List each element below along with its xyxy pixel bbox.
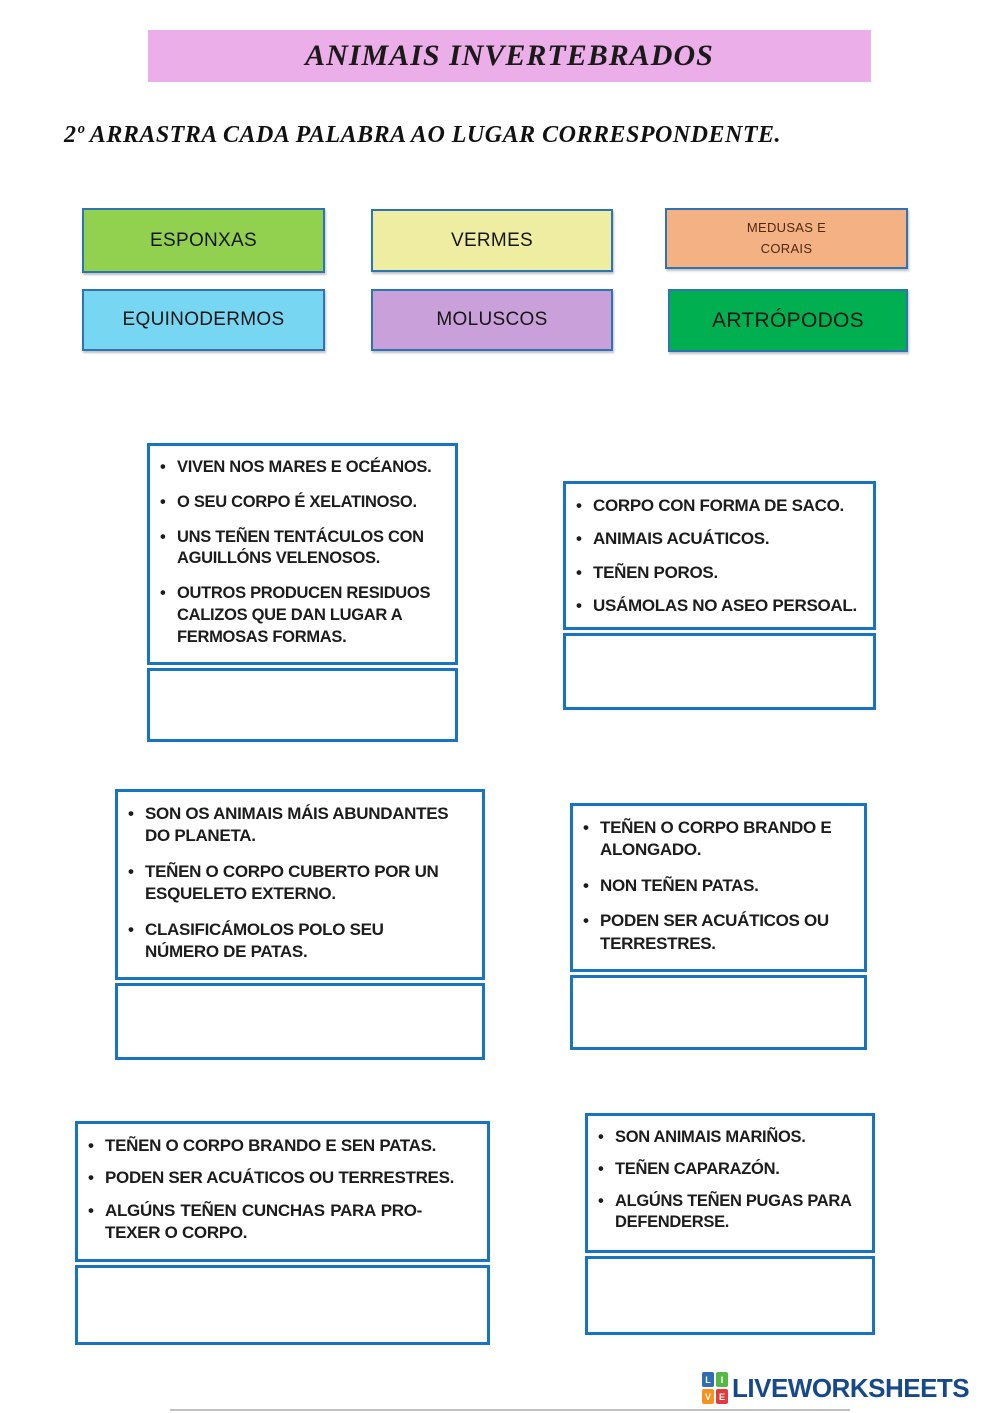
word-label: MEDUSAS E CORAIS [746,219,827,256]
logo-cell: E [716,1389,728,1404]
clue-item: •UNS TEÑEN TENTÁCULOS CON AGUILLÓNS VELE… [160,527,424,568]
drop-zone-5[interactable] [75,1265,490,1345]
clue-list: •CORPO CON FORMA DE SACO. •ANIMAIS ACUÁT… [563,481,876,630]
clue-item: •TEÑEN O CORPO CUBERTO POR UN ESQUELETO … [128,861,439,904]
clue-list: •SON OS ANIMAIS MÁIS ABUNDANTES DO PLANE… [115,789,485,980]
description-box-6: •SON ANIMAIS MARIÑOS. •TEÑEN CAPARAZÓN. … [585,1113,875,1335]
clue-item: •TEÑEN O CORPO BRANDO E ALONGADO. [583,818,832,860]
word-label: VERMES [450,229,534,251]
word-label: MOLUSCOS [436,309,548,330]
word-esponxas[interactable]: ESPONXAS [82,208,325,273]
clue-item: •USÁMOLAS NO ASEO PERSOAL. [576,595,865,617]
logo-cell: V [702,1389,714,1404]
clue-item: •PODEN SER ACUÁTICOS OU TERRESTRES. [88,1167,479,1189]
word-vermes[interactable]: VERMES [371,209,613,272]
bullet-icon: • [576,596,582,616]
clue-item: •CLASIFICÁMOLOS POLO SEU NÚMERO DE PATAS… [128,919,384,962]
clue-item: •SON ANIMAIS MARIÑOS. [598,1127,864,1149]
description-box-1: •VIVEN NOS MARES E OCÉANOS. •O SEU CORPO… [147,443,458,742]
brand-text: LIVEWORKSHEETS [732,1372,970,1403]
word-equinodermos[interactable]: EQUINODERMOS [82,289,325,351]
word-label: ESPONXAS [150,229,257,251]
clue-item: •OUTROS PRODUCEN RESIDUOS CALIZOS QUE DA… [160,584,431,646]
clue-item: •TEÑEN CAPARAZÓN. [598,1159,864,1181]
bullet-icon: • [583,911,589,931]
bullet-icon: • [576,529,582,549]
page-edge-line [170,1409,850,1411]
word-artropodos[interactable]: ARTRÓPODOS [668,289,908,352]
word-label: EQUINODERMOS [122,309,285,330]
title-banner: ANIMAIS INVERTEBRADOS [148,30,871,82]
liveworksheets-brand[interactable]: L I V E LIVEWORKSHEETS [702,1372,970,1404]
drop-zone-6[interactable] [585,1256,875,1335]
clue-item: •O SEU CORPO É XELATINOSO. [160,492,447,514]
clue-item: •ANIMAIS ACUÁTICOS. [576,528,865,550]
clue-item: •TEÑEN POROS. [576,562,865,584]
bullet-icon: • [598,1191,604,1210]
clue-item: •ALGÚNS TEÑEN CUNCHAS PARA PRO-TEXER O C… [88,1200,422,1243]
bullet-icon: • [88,1136,94,1155]
word-moluscos[interactable]: MOLUSCOS [371,289,613,351]
bullet-icon: • [128,919,134,939]
bullet-icon: • [583,818,589,837]
clue-list: •VIVEN NOS MARES E OCÉANOS. •O SEU CORPO… [147,443,458,665]
clue-item: •NON TEÑEN PATAS. [583,875,856,897]
instruction-text: 2º ARRASTRA CADA PALABRA AO LUGAR CORRES… [64,122,781,148]
page-title: ANIMAIS INVERTEBRADOS [305,39,714,72]
description-box-4: •TEÑEN O CORPO BRANDO E ALONGADO. •NON T… [570,803,867,1050]
clue-list: •TEÑEN O CORPO BRANDO E SEN PATAS. •PODE… [75,1121,490,1262]
bullet-icon: • [576,496,582,515]
clue-list: •SON ANIMAIS MARIÑOS. •TEÑEN CAPARAZÓN. … [585,1113,875,1253]
drop-zone-2[interactable] [563,633,876,710]
clue-item: •TEÑEN O CORPO BRANDO E SEN PATAS. [88,1135,479,1157]
clue-list: •TEÑEN O CORPO BRANDO E ALONGADO. •NON T… [570,803,867,972]
bullet-icon: • [160,527,166,546]
clue-item: •VIVEN NOS MARES E OCÉANOS. [160,457,447,479]
description-box-3: •SON OS ANIMAIS MÁIS ABUNDANTES DO PLANE… [115,789,485,1060]
bullet-icon: • [88,1200,94,1220]
drop-zone-1[interactable] [147,668,458,742]
bullet-icon: • [160,584,166,603]
clue-item: •PODEN SER ACUÁTICOS OU TERRESTRES. [583,911,829,953]
bullet-icon: • [88,1168,94,1188]
bullet-icon: • [598,1159,604,1178]
word-medusas-e-corais[interactable]: MEDUSAS E CORAIS [665,208,908,269]
bullet-icon: • [598,1128,604,1146]
bullet-icon: • [160,492,166,511]
description-box-2: •CORPO CON FORMA DE SACO. •ANIMAIS ACUÁT… [563,481,876,710]
clue-item: •CORPO CON FORMA DE SACO. [576,495,865,517]
drop-zone-4[interactable] [570,975,867,1050]
logo-cell: I [716,1372,728,1387]
description-box-5: •TEÑEN O CORPO BRANDO E SEN PATAS. •PODE… [75,1121,490,1345]
clue-item: •SON OS ANIMAIS MÁIS ABUNDANTES DO PLANE… [128,804,449,846]
bullet-icon: • [576,562,582,582]
bullet-icon: • [128,861,134,881]
bullet-icon: • [128,804,134,823]
clue-item: •ALGÚNS TEÑEN PUGAS PARA DEFENDERSE. [598,1191,852,1232]
word-label: ARTRÓPODOS [712,308,864,332]
liveworksheets-logo-icon: L I V E [702,1372,728,1404]
drop-zone-3[interactable] [115,983,485,1060]
bullet-icon: • [160,458,166,476]
bullet-icon: • [583,875,589,895]
logo-cell: L [702,1372,714,1387]
